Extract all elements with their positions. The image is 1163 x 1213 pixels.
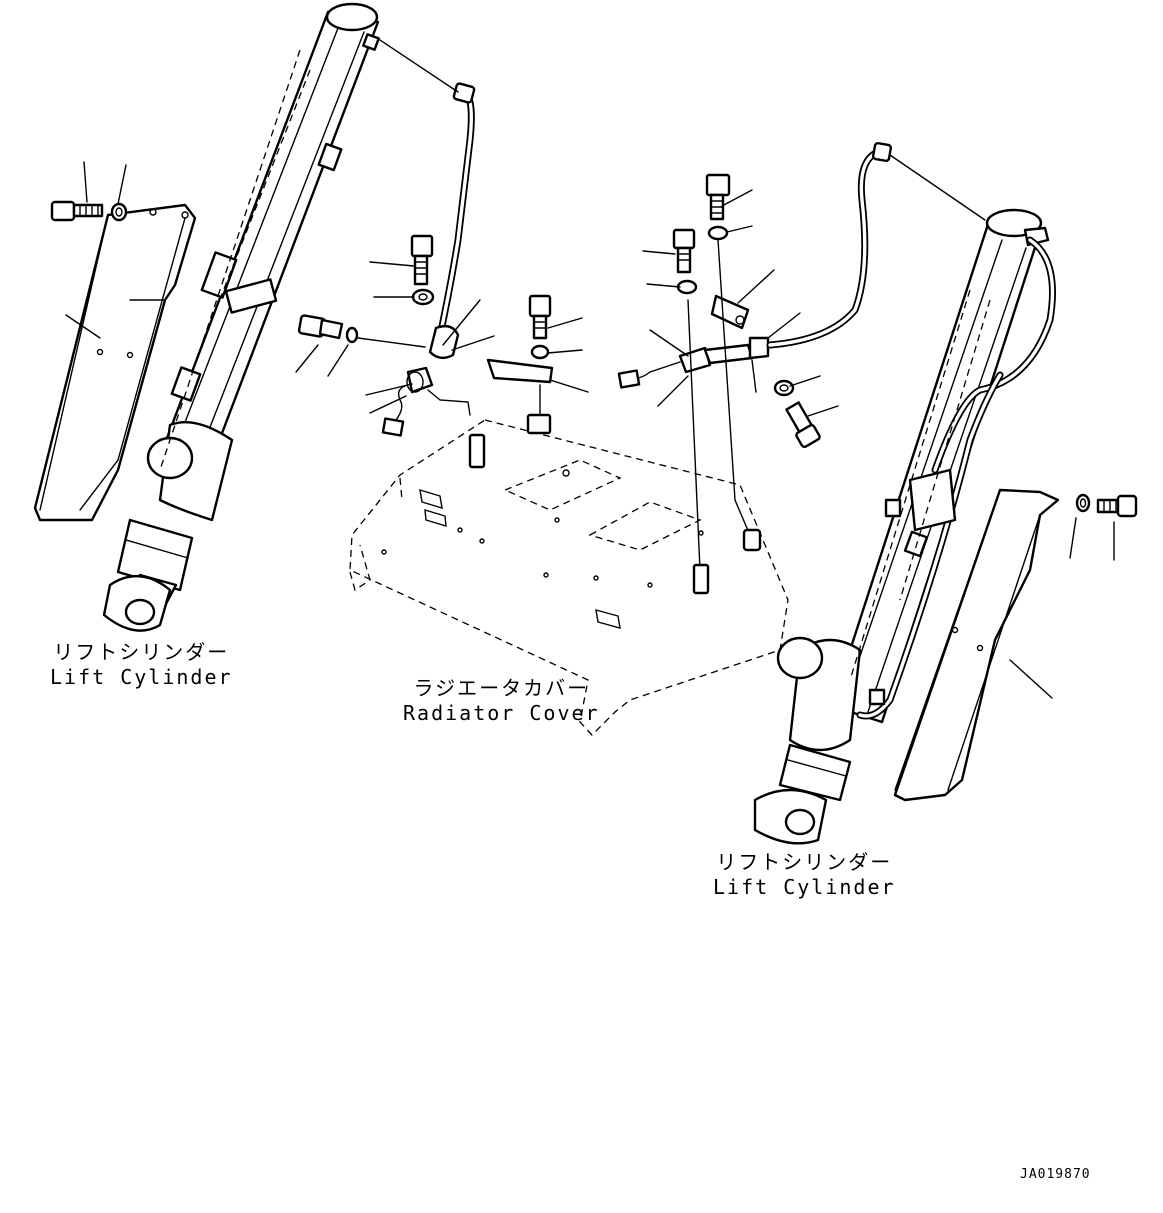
radiator-cover-label-en: Radiator Cover: [403, 701, 600, 725]
left-cylinder-label: リフトシリンダー Lift Cylinder: [50, 640, 233, 690]
right-cylinder-label-ja: リフトシリンダー: [716, 850, 893, 874]
right-lift-cylinder: [753, 208, 1056, 845]
drawing-number: JA019870: [1020, 1167, 1091, 1182]
left-cylinder-label-en: Lift Cylinder: [50, 665, 233, 689]
center-hose: [362, 33, 476, 349]
left-cover-plate: [33, 203, 197, 522]
right-cylinder-label-en: Lift Cylinder: [713, 875, 896, 899]
right-hose: [766, 142, 986, 349]
right-center-fittings: [617, 173, 821, 571]
left-lift-cylinder: [102, 2, 380, 632]
radiator-cover-label-ja: ラジエータカバー: [413, 676, 590, 700]
right-cover-plate: [893, 488, 1060, 802]
callout-leaders: [65, 161, 1115, 699]
left-mount-bolt: [50, 200, 128, 222]
right-mount-bolt: [1075, 493, 1138, 518]
left-cylinder-label-ja: リフトシリンダー: [53, 640, 230, 664]
radiator-cover-label: ラジエータカバー Radiator Cover: [403, 676, 600, 726]
right-cylinder-label: リフトシリンダー Lift Cylinder: [713, 850, 896, 900]
center-fittings: [297, 234, 554, 437]
radiator-cover: [349, 413, 789, 736]
